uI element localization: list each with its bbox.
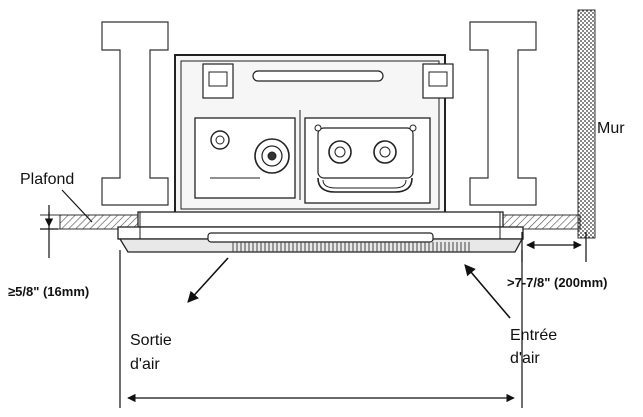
air-outlet-arrow — [187, 257, 229, 303]
left-support-beam — [101, 21, 169, 206]
panel-width-dimension — [119, 250, 523, 408]
air-outlet-label-line2: d'air — [130, 356, 160, 373]
air-outlet-label-line1: Sortie — [130, 332, 172, 349]
wall-clearance-label: >7-7/8" (200mm) — [507, 275, 607, 290]
cassette-unit — [174, 54, 454, 216]
ceiling-leader — [61, 189, 93, 223]
air-inlet-label-line2: d'air — [510, 350, 540, 367]
ceiling-label: Plafond — [20, 171, 74, 188]
right-support-beam — [469, 21, 537, 206]
ceiling-gap-label: ≥5/8" (16mm) — [8, 284, 89, 299]
air-inlet-arrow — [464, 264, 511, 319]
front-panel — [117, 211, 524, 253]
air-inlet-label-line1: Entrée — [510, 327, 557, 344]
wall-label: Mur — [597, 120, 625, 137]
wall-clearance-dimension — [521, 232, 587, 262]
ceiling-gap-dimension — [40, 205, 58, 258]
wall — [577, 9, 596, 239]
